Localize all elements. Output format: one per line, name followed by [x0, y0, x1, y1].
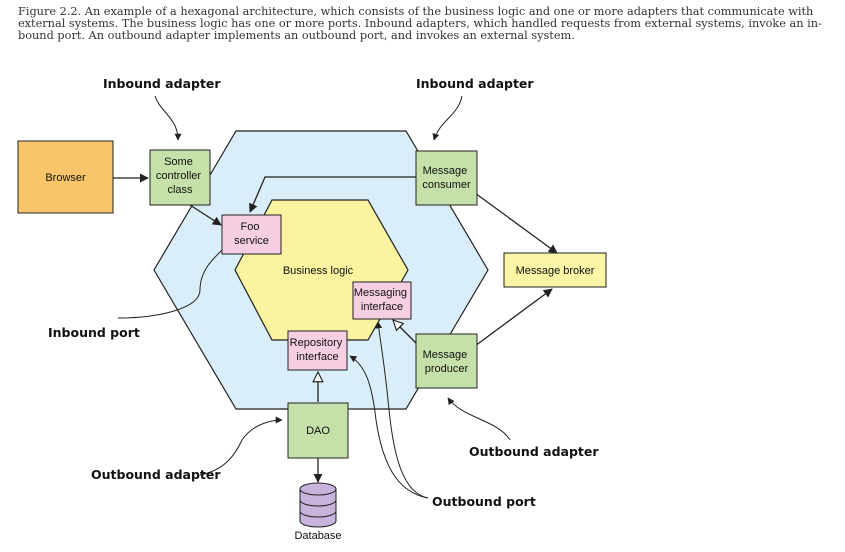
database-label: Database: [294, 530, 341, 542]
outbound-port-pointer-repository: [349, 355, 429, 499]
controller-label: Some controller class: [156, 156, 204, 196]
business-logic-label: Business logic: [283, 265, 354, 277]
outbound-adapter-left-callout: Outbound adapter: [91, 467, 221, 482]
dao-label: DAO: [306, 425, 330, 437]
inbound-adapter-left-pointer: [154, 95, 182, 141]
dao-box: DAO: [287, 402, 349, 459]
repository-interface-box: Repository interface: [287, 330, 348, 371]
browser-box: Browser: [17, 140, 114, 214]
message-broker-box: Message broker: [503, 252, 607, 288]
consumer-to-foo-service-arrow: [249, 176, 416, 213]
inbound-port-callout: Inbound port: [48, 325, 140, 340]
controller-to-foo-service-arrow: [189, 204, 222, 226]
messaging-interface-box: Messaging interface: [352, 281, 412, 320]
producer-to-broker-arrow: [474, 288, 553, 347]
outbound-adapter-left-pointer: [199, 416, 283, 476]
message-consumer-label: Message consumer: [422, 165, 471, 191]
inbound-port-pointer: [117, 241, 231, 319]
message-broker-label: Message broker: [516, 265, 595, 277]
database-icon: [299, 482, 337, 528]
inbound-adapter-right-callout: Inbound adapter: [416, 76, 534, 91]
browser-label: Browser: [45, 172, 86, 184]
inbound-adapter-right-pointer: [432, 95, 463, 141]
message-producer-box: Message producer: [415, 333, 478, 389]
inbound-adapter-left-callout: Inbound adapter: [103, 76, 221, 91]
controller-box: Some controller class: [149, 149, 211, 206]
foo-service-box: Foo service: [221, 214, 282, 255]
broker-to-consumer-line: [474, 192, 558, 254]
repository-interface-label: Repository interface: [290, 337, 346, 363]
outbound-port-pointer-messaging: [375, 321, 429, 499]
figure-caption: Figure 2.2. An example of a hexagonal ar…: [18, 5, 822, 42]
outbound-adapter-right-pointer: [447, 397, 511, 441]
messaging-interface-label: Messaging interface: [354, 287, 410, 313]
foo-service-label: Foo service: [234, 221, 269, 247]
outbound-port-callout: Outbound port: [432, 494, 536, 509]
outbound-adapter-right-callout: Outbound adapter: [469, 444, 599, 459]
producer-implements-messaging-arrow: [393, 320, 419, 346]
message-producer-label: Message producer: [423, 349, 471, 375]
message-consumer-box: Message consumer: [415, 150, 478, 206]
